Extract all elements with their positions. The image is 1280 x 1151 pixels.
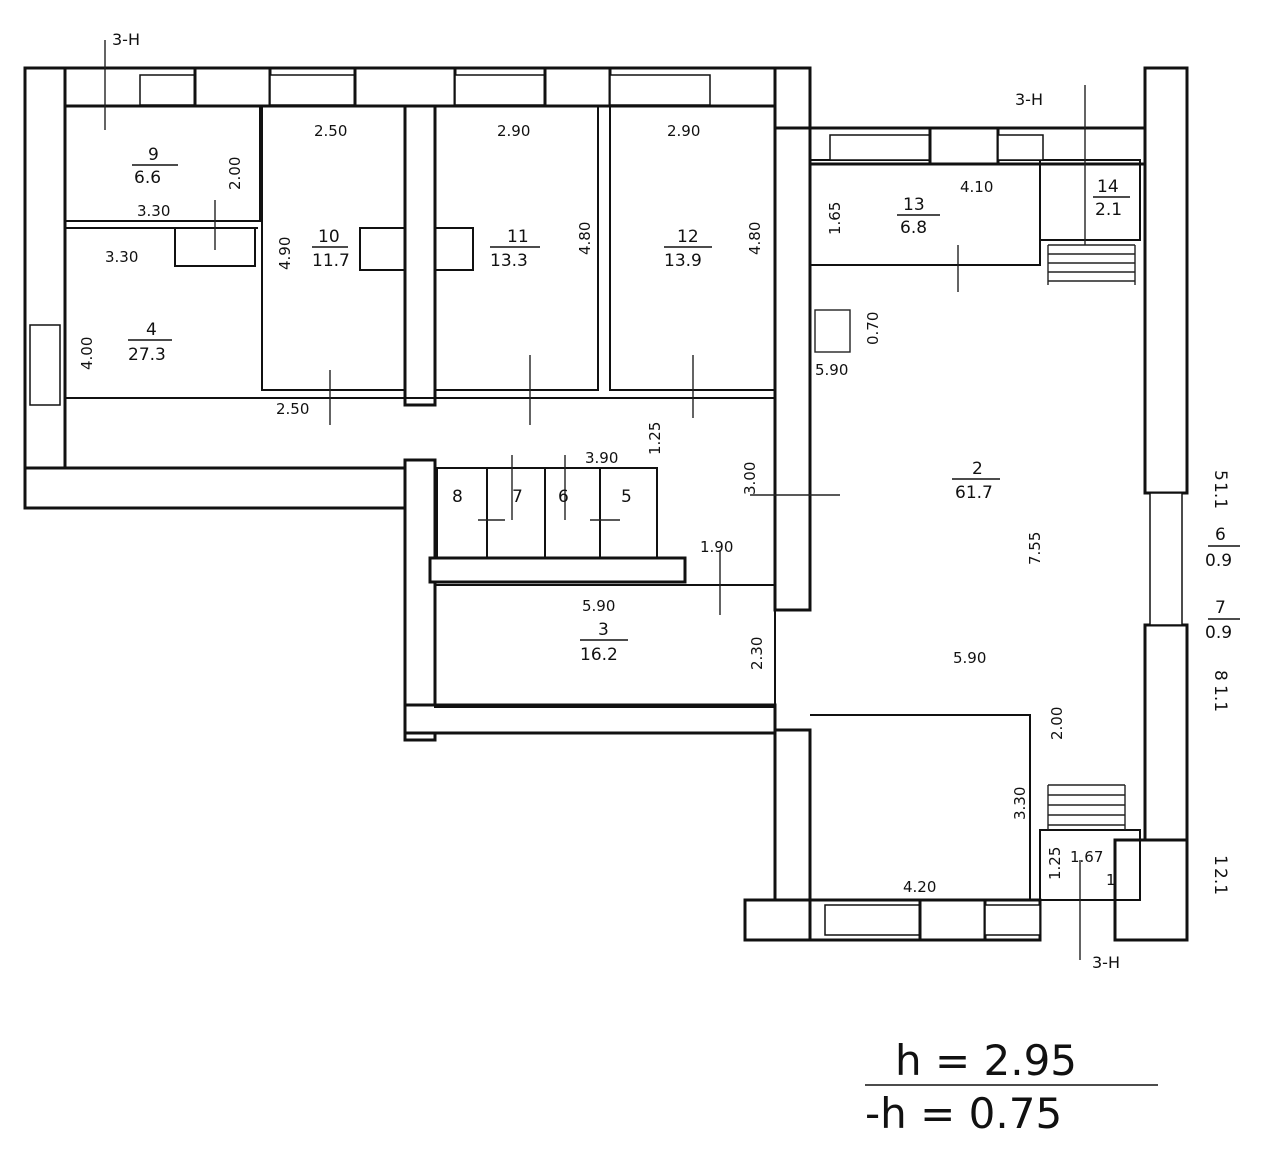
svg-text:3: 3 bbox=[598, 620, 609, 640]
svg-text:61.7: 61.7 bbox=[955, 483, 993, 503]
svg-text:3.30: 3.30 bbox=[137, 202, 170, 220]
ceiling-height-main: h = 2.95 bbox=[895, 1036, 1077, 1085]
svg-text:2.00: 2.00 bbox=[1048, 707, 1066, 740]
svg-text:4.80: 4.80 bbox=[746, 222, 764, 255]
svg-text:4.10: 4.10 bbox=[960, 178, 993, 196]
svg-text:1.1: 1.1 bbox=[1210, 482, 1230, 509]
room-10-label: 10 11.7 bbox=[312, 227, 350, 271]
svg-text:2.1: 2.1 bbox=[1210, 868, 1230, 895]
svg-text:4.20: 4.20 bbox=[903, 878, 936, 896]
room-4-label: 4 27.3 bbox=[128, 320, 172, 365]
svg-text:0.9: 0.9 bbox=[1205, 623, 1232, 643]
room-9-label: 9 6.6 bbox=[132, 145, 178, 188]
svg-text:1.67: 1.67 bbox=[1070, 848, 1103, 866]
windows bbox=[29, 66, 1183, 942]
svg-text:7.55: 7.55 bbox=[1026, 532, 1044, 565]
svg-text:2.1: 2.1 bbox=[1095, 200, 1122, 220]
svg-text:5.90: 5.90 bbox=[582, 597, 615, 615]
svg-text:1.1: 1.1 bbox=[1210, 685, 1230, 712]
svg-text:2.50: 2.50 bbox=[276, 400, 309, 418]
svg-text:27.3: 27.3 bbox=[128, 345, 166, 365]
room-labels: 9 6.6 10 11.7 11 13.3 12 13.9 13 6.8 14 … bbox=[128, 145, 1130, 665]
svg-text:4.90: 4.90 bbox=[276, 237, 294, 270]
svg-text:5.90: 5.90 bbox=[815, 361, 848, 379]
svg-text:10: 10 bbox=[318, 227, 340, 247]
svg-text:14: 14 bbox=[1097, 177, 1119, 197]
svg-text:4.80: 4.80 bbox=[576, 222, 594, 255]
svg-text:1.25: 1.25 bbox=[646, 422, 664, 455]
svg-text:2.90: 2.90 bbox=[667, 122, 700, 140]
ceiling-heights: h = 2.95 -h = 0.75 bbox=[865, 1036, 1158, 1138]
explication-7: 7 0.9 bbox=[1205, 598, 1240, 643]
svg-text:2.30: 2.30 bbox=[748, 637, 766, 670]
room-2-label: 2 61.7 bbox=[952, 459, 1000, 503]
svg-text:8: 8 bbox=[1210, 670, 1230, 681]
room-8-number: 8 bbox=[452, 487, 463, 507]
svg-text:0.9: 0.9 bbox=[1205, 551, 1232, 571]
walls bbox=[23, 66, 1189, 942]
room-14-label: 14 2.1 bbox=[1093, 177, 1130, 220]
svg-text:1.65: 1.65 bbox=[826, 202, 844, 235]
partitions bbox=[64, 40, 1136, 960]
svg-text:2.90: 2.90 bbox=[497, 122, 530, 140]
section-mark: 3-H bbox=[112, 30, 140, 49]
svg-text:2: 2 bbox=[972, 459, 983, 479]
room-11-label: 11 13.3 bbox=[490, 227, 540, 271]
svg-text:4.00: 4.00 bbox=[78, 337, 96, 370]
svg-text:13.9: 13.9 bbox=[664, 251, 702, 271]
svg-text:6: 6 bbox=[1215, 525, 1226, 545]
explication-6: 6 0.9 bbox=[1205, 525, 1240, 571]
room-6-number: 6 bbox=[558, 487, 569, 507]
room-7-number: 7 bbox=[512, 487, 523, 507]
svg-text:1: 1 bbox=[1106, 871, 1116, 889]
svg-text:16.2: 16.2 bbox=[580, 645, 618, 665]
svg-text:6.8: 6.8 bbox=[900, 218, 927, 238]
svg-text:3.00: 3.00 bbox=[741, 462, 759, 495]
section-marks: 3-H 3-H 3-H bbox=[112, 30, 1120, 972]
svg-text:0.70: 0.70 bbox=[864, 312, 882, 345]
room-12-label: 12 13.9 bbox=[664, 227, 712, 271]
svg-text:1: 1 bbox=[1210, 855, 1230, 866]
svg-text:5.90: 5.90 bbox=[953, 649, 986, 667]
svg-text:3.30: 3.30 bbox=[105, 248, 138, 266]
room-13-label: 13 6.8 bbox=[897, 195, 940, 238]
svg-text:6.6: 6.6 bbox=[134, 168, 161, 188]
svg-text:13: 13 bbox=[903, 195, 925, 215]
room-5-number: 5 bbox=[621, 487, 632, 507]
svg-text:9: 9 bbox=[148, 145, 159, 165]
dimensions: 2.50 2.90 2.90 3.30 3.30 2.50 3.90 1.90 … bbox=[78, 122, 1116, 896]
ceiling-height-basement: -h = 0.75 bbox=[865, 1089, 1062, 1138]
svg-text:7: 7 bbox=[1215, 598, 1226, 618]
svg-text:3.30: 3.30 bbox=[1011, 787, 1029, 820]
svg-text:1.25: 1.25 bbox=[1046, 847, 1064, 880]
section-mark: 3-H bbox=[1015, 90, 1043, 109]
svg-text:1.90: 1.90 bbox=[700, 538, 733, 556]
svg-text:5: 5 bbox=[1210, 470, 1230, 481]
svg-text:12: 12 bbox=[677, 227, 699, 247]
svg-text:2.50: 2.50 bbox=[314, 122, 347, 140]
section-mark: 3-H bbox=[1092, 953, 1120, 972]
svg-text:11.7: 11.7 bbox=[312, 251, 350, 271]
room-3-label: 3 16.2 bbox=[580, 620, 628, 665]
svg-text:3.90: 3.90 bbox=[585, 449, 618, 467]
svg-text:13.3: 13.3 bbox=[490, 251, 528, 271]
svg-text:2.00: 2.00 bbox=[226, 157, 244, 190]
svg-text:4: 4 bbox=[146, 320, 157, 340]
explication-list: 5 1.1 6 0.9 7 0.9 8 1.1 1 2.1 bbox=[1205, 470, 1240, 895]
svg-text:11: 11 bbox=[507, 227, 529, 247]
